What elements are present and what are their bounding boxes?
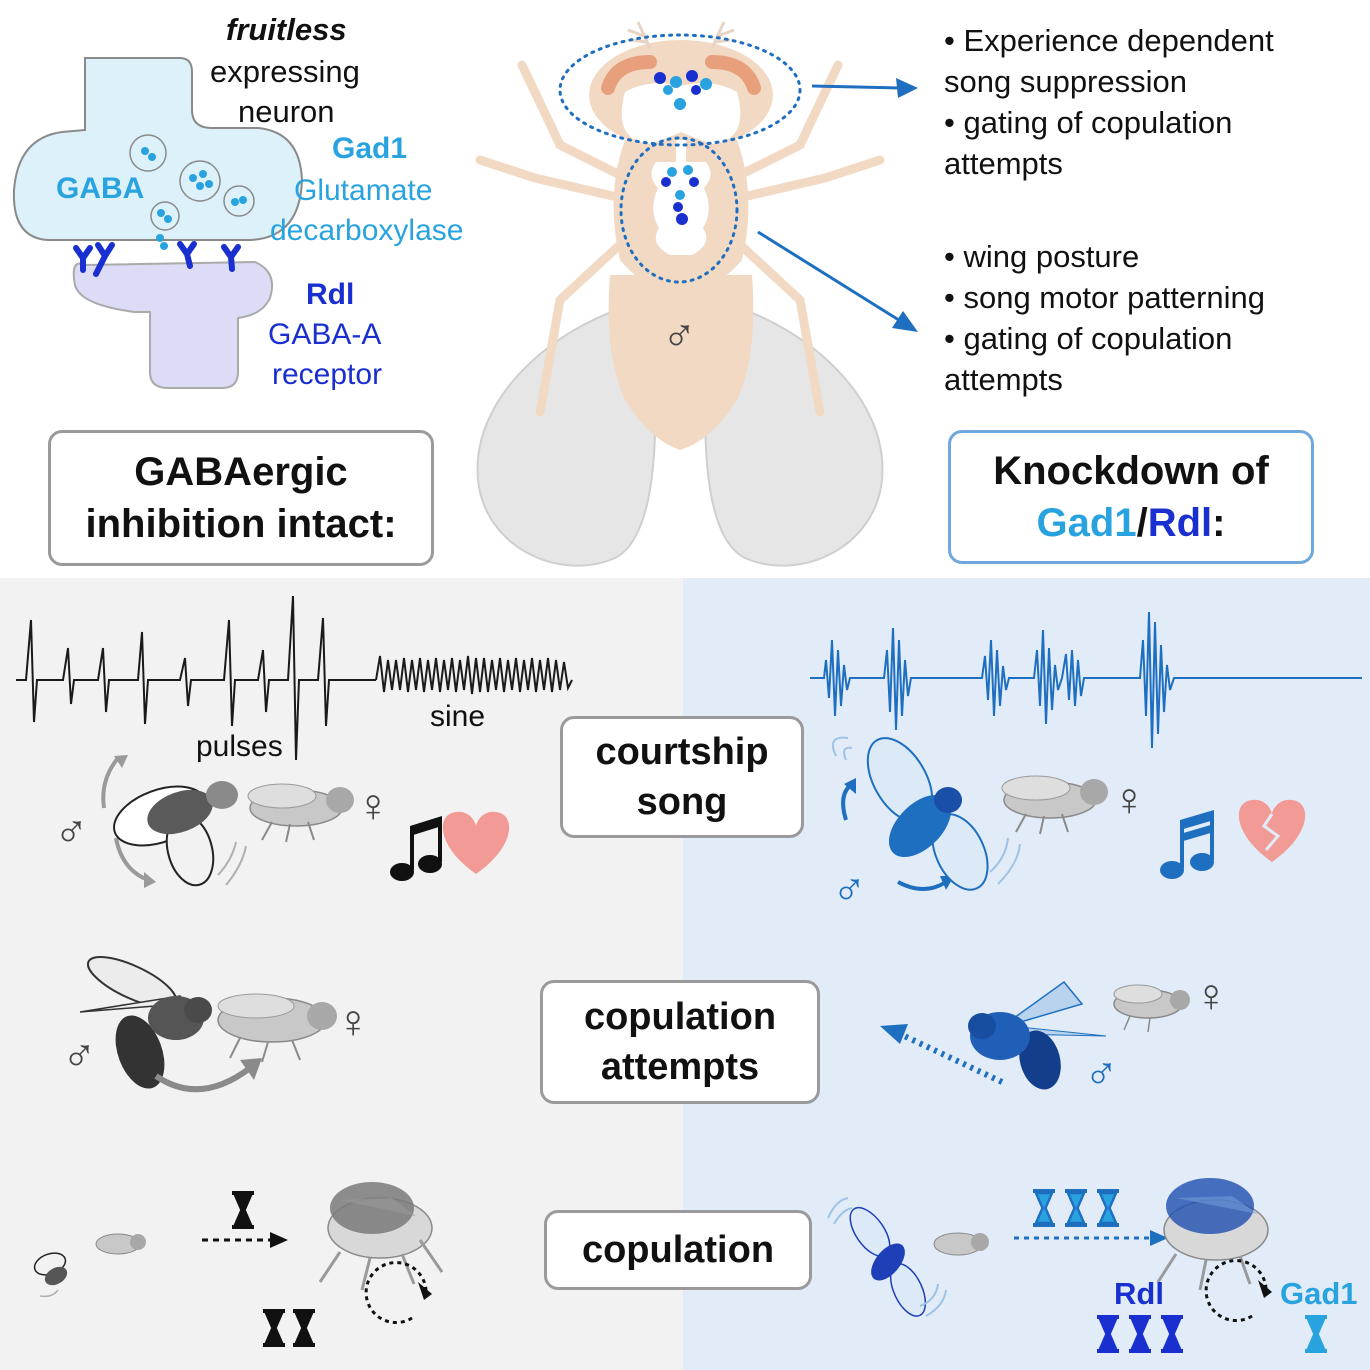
knockdown-attempting-male-icon bbox=[880, 980, 1107, 1090]
gad1-hourglass-label: Gad1 bbox=[1280, 1276, 1358, 1311]
wt-female-icon bbox=[247, 783, 354, 843]
copulation-box: copulation bbox=[544, 1210, 812, 1290]
music-note-icon bbox=[390, 816, 442, 881]
knockdown-rdl: Rdl bbox=[1147, 501, 1213, 545]
sine-label: sine bbox=[430, 700, 486, 733]
knockdown-music-note-icon bbox=[1160, 810, 1214, 879]
fly-brain bbox=[621, 83, 741, 144]
vnc-effects-list: • wing posture • song motor patterning •… bbox=[944, 236, 1265, 400]
gaba-vesicles bbox=[141, 147, 247, 250]
decarboxylase-label: decarboxylase bbox=[270, 214, 464, 247]
knockdown-line-1: Knockdown of bbox=[993, 449, 1269, 493]
knockdown-gad1: Gad1 bbox=[1036, 501, 1137, 545]
kd-attempt-female-symbol: ♀ bbox=[1194, 969, 1229, 1021]
fly-male-symbol: ♂ bbox=[662, 309, 697, 361]
wt-small-male-icon bbox=[33, 1252, 68, 1298]
gaba-a-label: GABA-A bbox=[268, 318, 382, 351]
knockdown-small-female-icon bbox=[933, 1232, 989, 1256]
courtship-song-line-1: courtship bbox=[595, 731, 769, 773]
wt-attempting-male-icon bbox=[79, 956, 262, 1093]
postsynaptic-terminal bbox=[72, 260, 274, 389]
courtship-song-box: courtship song bbox=[560, 716, 804, 838]
wt-song-female-symbol: ♀ bbox=[356, 779, 391, 831]
heart-icon bbox=[442, 811, 510, 874]
brain-gaba-neurons bbox=[654, 70, 712, 110]
fly-abdomen bbox=[608, 275, 754, 450]
wt-courting-male-icon bbox=[101, 755, 247, 888]
copulation-attempts-box: copulation attempts bbox=[540, 980, 820, 1104]
receptor-label: receptor bbox=[272, 358, 383, 391]
rdl-label: Rdl bbox=[306, 278, 355, 311]
fruitless-label: fruitless bbox=[226, 12, 347, 47]
rdl-hourglass-icons bbox=[1095, 1315, 1185, 1353]
wt-attempt-female-symbol: ♀ bbox=[336, 995, 371, 1047]
glutamate-label: Glutamate bbox=[294, 174, 433, 207]
knockdown-line-2: Gad1/Rdl: bbox=[1037, 497, 1226, 549]
synapse-diagram bbox=[12, 57, 304, 389]
wt-attempt-male-symbol: ♂ bbox=[62, 1029, 97, 1081]
wt-small-female-icon bbox=[95, 1233, 146, 1255]
vnc-gaba-neurons bbox=[661, 165, 699, 225]
knockdown-slash: / bbox=[1136, 501, 1148, 545]
knockdown-condition-box: Knockdown of Gad1/Rdl: bbox=[948, 430, 1314, 564]
intact-line-2: inhibition intact: bbox=[85, 502, 397, 546]
knockdown-latency-hourglass-icons bbox=[1031, 1189, 1121, 1227]
brain-effect-item: • gating of copulation bbox=[944, 105, 1233, 140]
pulse-song-trace bbox=[16, 595, 573, 761]
kd-song-female-symbol: ♀ bbox=[1112, 773, 1147, 825]
vnc-effect-item: • wing posture bbox=[944, 239, 1140, 274]
wt-copulating-pair-icon bbox=[318, 1182, 444, 1291]
copulation-attempts-line-1: copulation bbox=[583, 996, 777, 1038]
knockdown-female-icon bbox=[1001, 775, 1108, 835]
wt-song-male-symbol: ♂ bbox=[54, 805, 89, 857]
knockdown-song-trace bbox=[810, 611, 1362, 749]
vnc-outline bbox=[619, 136, 739, 284]
brain-outline bbox=[558, 33, 802, 147]
left-wing-icon bbox=[476, 298, 657, 567]
effect-arrows bbox=[757, 78, 918, 332]
brain-effect-item: attempts bbox=[944, 146, 1063, 181]
gad1-label: Gad1 bbox=[332, 132, 408, 165]
gaba-a-receptors bbox=[73, 241, 241, 277]
kd-song-male-symbol: ♂ bbox=[832, 863, 867, 915]
brain-effect-item: song suppression bbox=[944, 64, 1187, 99]
knockdown-copulating-pair-icon bbox=[1156, 1178, 1269, 1291]
pulses-label: pulses bbox=[196, 730, 283, 763]
intact-condition-box: GABAergic inhibition intact: bbox=[48, 430, 434, 566]
fly-illustration bbox=[475, 21, 885, 567]
gaba-label: GABA bbox=[56, 172, 145, 205]
kd-attempt-male-symbol: ♂ bbox=[1084, 1047, 1119, 1099]
rdl-hourglass-label: Rdl bbox=[1114, 1276, 1164, 1311]
knockdown-latency-arrow bbox=[1014, 1230, 1168, 1246]
brain-effect-item: • Experience dependent bbox=[944, 23, 1274, 58]
knockdown-duration-arrow bbox=[1204, 1259, 1272, 1323]
vnc-effect-item: attempts bbox=[944, 362, 1063, 397]
courtship-song-line-2: song bbox=[636, 781, 728, 823]
intact-line-1: GABAergic bbox=[134, 450, 348, 494]
knockdown-courting-male-icon bbox=[832, 736, 1021, 891]
fly-legs bbox=[475, 60, 885, 417]
copulation-attempts-line-2: attempts bbox=[600, 1046, 760, 1088]
right-wing-icon bbox=[704, 298, 884, 567]
expressing-label: expressing bbox=[210, 54, 360, 89]
copulation-line-1: copulation bbox=[581, 1229, 775, 1271]
wt-duration-arrow bbox=[364, 1261, 432, 1325]
wt-latency-arrow bbox=[202, 1232, 288, 1248]
knockdown-attempt-female-icon bbox=[1113, 984, 1190, 1033]
wt-attempt-female-icon bbox=[217, 993, 337, 1063]
broken-heart-icon bbox=[1238, 799, 1306, 862]
vnc-effect-item: • gating of copulation bbox=[944, 321, 1233, 356]
brain-effects-list: • Experience dependent song suppression … bbox=[944, 20, 1274, 184]
knockdown-small-male-icon bbox=[827, 1197, 947, 1317]
presynaptic-terminal bbox=[12, 57, 304, 241]
neuron-label: neuron bbox=[238, 94, 335, 129]
knockdown-colon: : bbox=[1212, 501, 1226, 545]
vnc-effect-item: • song motor patterning bbox=[944, 280, 1266, 315]
